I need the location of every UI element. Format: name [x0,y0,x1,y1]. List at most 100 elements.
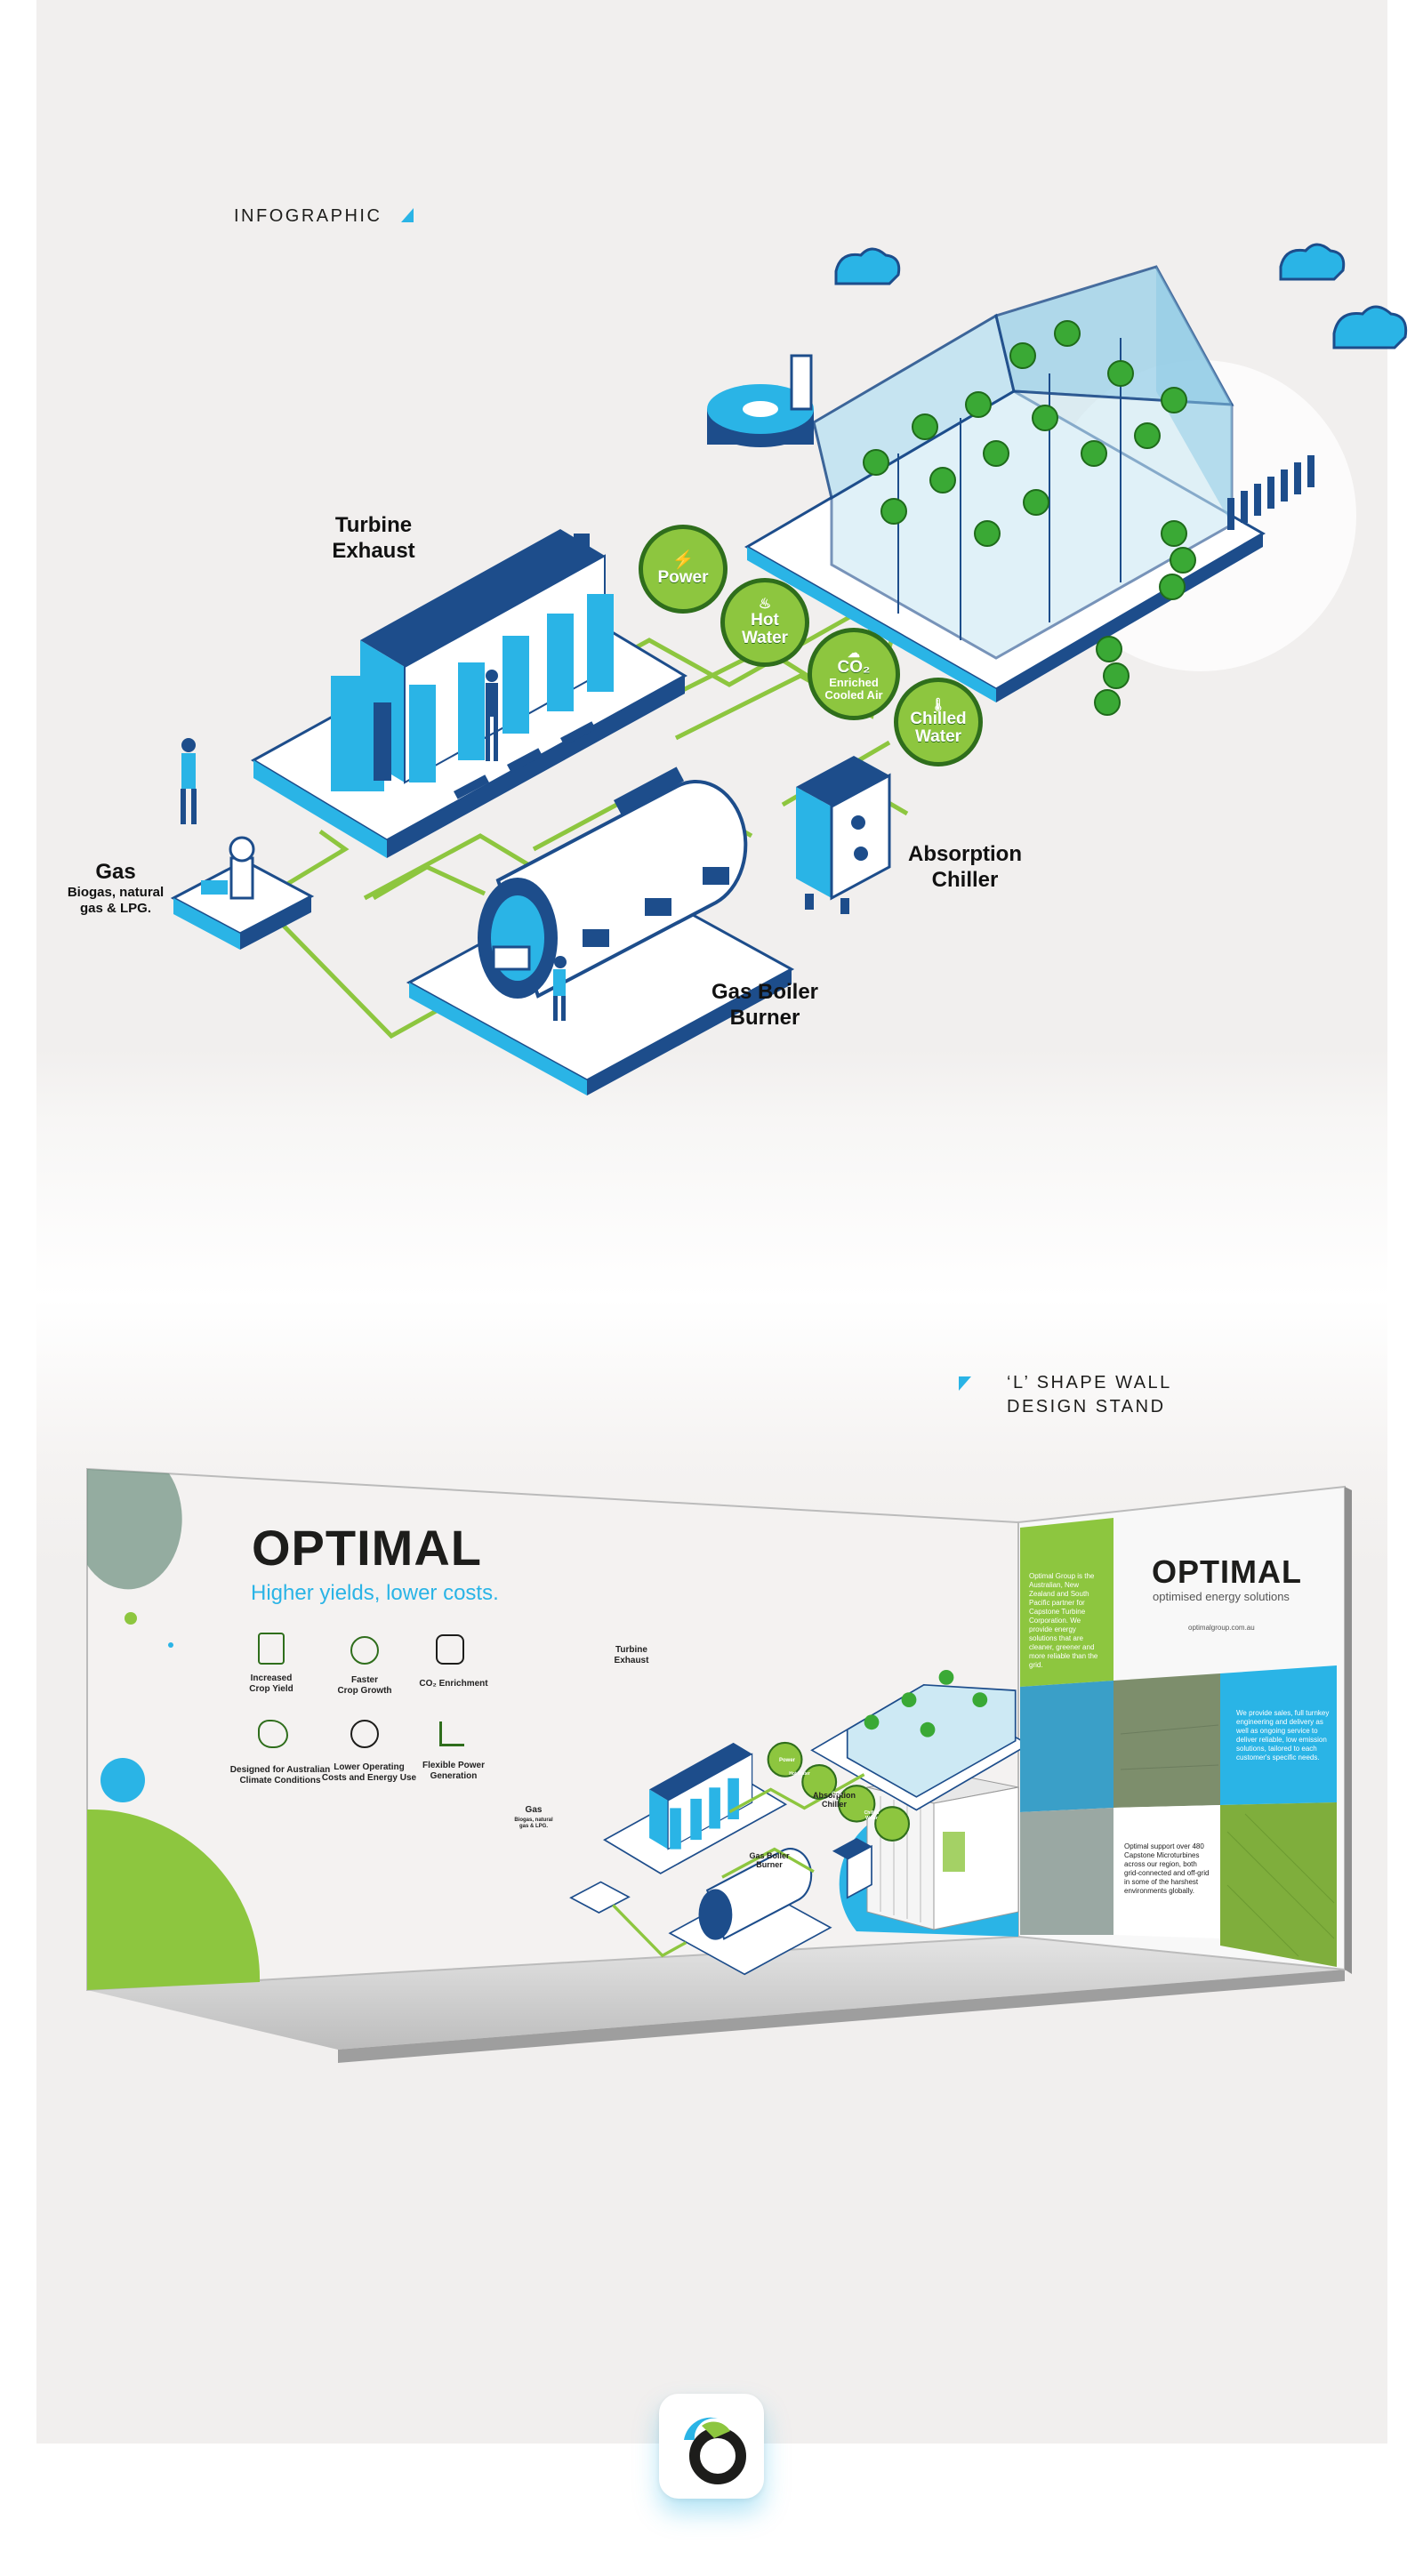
mini-turbine-line2: Exhaust [614,1656,649,1665]
wall-section-label: ‘L’ SHAPE WALL DESIGN STAND [1007,1371,1172,1419]
greenhouse-plants [863,320,1187,547]
green-dot-decor [125,1612,137,1625]
gas-title: Gas [95,860,136,884]
gas-valve-unit [170,836,315,950]
co2-badge-sub2: Cooled Air [824,688,883,702]
green-circle-decor [87,1809,261,1990]
mini-turbine-label: Turbine Exhaust [605,1645,658,1666]
mini-power-label: Power [778,1758,795,1763]
right-wall-panels [1020,1518,1337,1967]
mini-gas-sub: Biogas, natural gas & LPG. [507,1818,560,1830]
gas-boiler-unit [406,766,795,1095]
crop-growth-icon [350,1636,379,1665]
fence [1227,455,1314,530]
chilled-water-line1: Chilled [910,710,967,728]
plant-photo-corner [87,1469,182,1590]
wall-label-line1: ‘L’ SHAPE WALL [1007,1373,1172,1392]
turbine-label-line2: Exhaust [332,539,415,563]
mini-boiler-line1: Gas Boiler [749,1851,790,1860]
feature-flexible-power-line2: Generation [430,1771,478,1781]
feature-co2-enrichment: CO₂ Enrichment [405,1679,502,1689]
turbine-label: Turbine Exhaust [302,512,445,564]
feature-crop-yield-line2: Crop Yield [249,1684,293,1694]
boiler-worker-figure [553,956,567,1021]
infographic-section-label: INFOGRAPHIC [234,206,382,226]
chilled-water-badge: 🌡 Chilled Water [894,678,983,766]
feature-crop-yield-line1: Increased [250,1673,293,1683]
feature-climate-line1: Designed for Australian [229,1765,331,1775]
mini-gas-sub-line2: gas & LPG. [519,1824,548,1829]
boiler-label: Gas Boiler Burner [694,979,836,1031]
crop-yield-icon [258,1633,285,1665]
exhibition-stand-render [86,1467,1352,2063]
cloud-icons [834,243,1408,349]
mini-gas-label: Gas [525,1805,543,1815]
hot-water-line2: Water [741,629,789,647]
worker-figure [486,670,498,761]
triangle-marker-icon [401,208,414,222]
optimal-logo-icon [684,2417,746,2484]
thermometer-icon: 🌡 [930,697,946,711]
stand-brand-logo: OPTIMAL [252,1520,482,1576]
mini-boiler-line2: Burner [756,1860,783,1869]
co2-badge-sub1: Enriched [829,676,879,689]
right-panel-green-text: Optimal Group is the Australian, New Zea… [1029,1572,1098,1669]
feature-crop-growth: Faster Crop Growth [320,1675,409,1697]
bar-chart-icon [439,1721,464,1746]
water-tank [707,354,814,447]
lightning-icon: ⚡ [671,550,695,570]
steam-icon: ♨ [758,597,772,612]
feature-operating-costs-line1: Lower Operating [334,1762,405,1772]
hot-water-line1: Hot [751,611,779,630]
gas-subtitle-line2: gas & LPG. [79,901,152,916]
greenhouse-structure [744,265,1266,702]
boiler-label-line2: Burner [729,1006,800,1030]
outdoor-plants [1094,520,1196,716]
australia-map-icon [258,1720,288,1748]
mini-co2-label: CO₂ [832,1792,842,1797]
power-badge-label: Power [657,568,709,587]
cloud-icon: ☁ [848,646,860,660]
mini-hot-water-label: Hot Water [789,1771,810,1777]
chiller-label-line1: Absorption [908,842,1022,866]
dollar-coin-icon [350,1720,379,1748]
feature-flexible-power: Flexible Power Generation [409,1761,498,1782]
feature-operating-costs-line2: Costs and Energy Use [321,1773,417,1783]
hot-water-badge: ♨ Hot Water [720,578,809,667]
mini-chiller-line2: Chiller [821,1800,847,1809]
right-panel-tagline: optimised energy solutions [1153,1590,1290,1603]
energy-infographic-illustration [170,243,1408,1095]
gas-subtitle-line1: Biogas, natural [67,885,165,900]
chiller-label: Absorption Chiller [894,841,1036,893]
absorption-chiller-unit [796,756,891,914]
co2-enrichment-icon [436,1634,464,1665]
right-panel-brand: OPTIMAL [1152,1553,1302,1590]
right-panel-url: optimalgroup.com.au [1188,1624,1255,1632]
feature-crop-growth-line2: Crop Growth [337,1686,392,1696]
mini-turbine-line1: Turbine [615,1645,647,1655]
optimal-app-tile[interactable] [659,2394,764,2499]
feature-co2-line1: CO₂ Enrichment [419,1679,488,1689]
chiller-label-line2: Chiller [931,868,999,892]
turbine-exhaust-unit [250,529,688,858]
power-badge: ⚡ Power [639,525,728,614]
stand-tagline: Higher yields, lower costs. [251,1581,499,1605]
feature-operating-costs: Lower Operating Costs and Energy Use [316,1762,422,1784]
mini-infographic [569,1670,1031,1976]
turbine-label-line1: Turbine [334,513,413,537]
feature-climate: Designed for Australian Climate Conditio… [218,1765,342,1786]
triangle-marker-icon [959,1376,971,1391]
boiler-label-line1: Gas Boiler [711,980,819,1004]
chilled-water-line2: Water [914,727,962,746]
feature-crop-yield: Increased Crop Yield [227,1673,316,1695]
feature-flexible-power-line1: Flexible Power [422,1761,486,1770]
stand-floor [87,1937,1345,2050]
wall-label-line2: DESIGN STAND [1007,1397,1166,1416]
mini-boiler-label: Gas Boiler Burner [743,1851,796,1869]
mini-gas-sub-line1: Biogas, natural [514,1818,553,1823]
feature-crop-growth-line1: Faster [350,1675,378,1685]
blue-dot-decor [100,1758,145,1802]
mini-chiller-line1: Absorption [813,1791,856,1800]
standing-person-figure [181,738,197,824]
mini-chilled-label: Chilled Water [864,1810,880,1821]
